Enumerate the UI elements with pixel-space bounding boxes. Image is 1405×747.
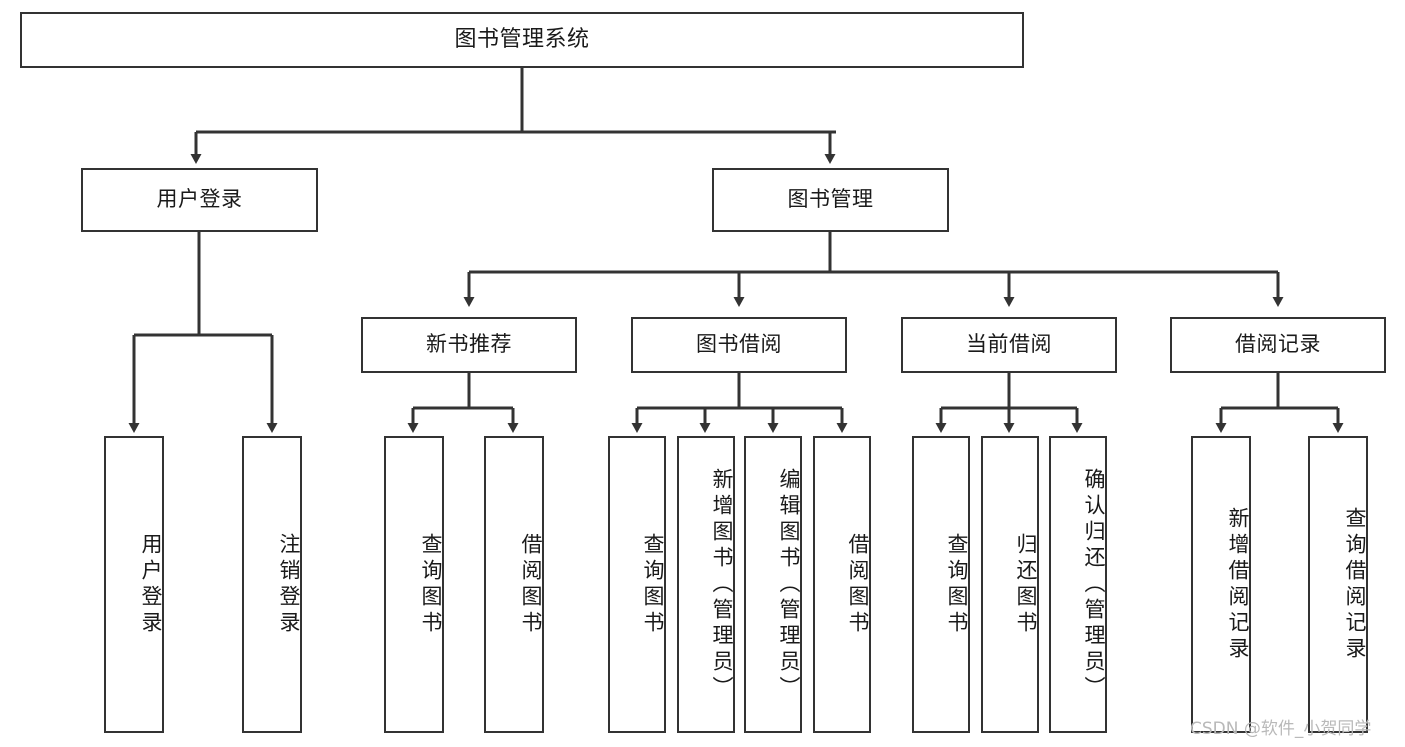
leaf-label: 查询图书	[419, 532, 443, 637]
leaf-query-book-1[interactable]: 查询图书	[384, 436, 444, 733]
leaf-label: 用户登录	[139, 532, 163, 637]
leaf-label: 编辑图书（管理员）	[777, 467, 801, 702]
leaf-label: 查询图书	[945, 532, 969, 637]
leaf-label: 借阅图书	[846, 532, 870, 637]
leaf-return-book[interactable]: 归还图书	[981, 436, 1039, 733]
leaf-borrow-book-1[interactable]: 借阅图书	[484, 436, 544, 733]
node-borrow-record[interactable]: 借阅记录	[1170, 317, 1386, 373]
leaf-label: 借阅图书	[519, 532, 543, 637]
leaf-label: 确认归还（管理员）	[1082, 467, 1106, 702]
leaf-query-book-2[interactable]: 查询图书	[608, 436, 666, 733]
leaf-add-record[interactable]: 新增借阅记录	[1191, 436, 1251, 733]
node-root[interactable]: 图书管理系统	[20, 12, 1024, 68]
leaf-confirm-return[interactable]: 确认归还（管理员）	[1049, 436, 1107, 733]
leaf-label: 归还图书	[1014, 532, 1038, 637]
leaf-label: 查询借阅记录	[1343, 506, 1367, 663]
leaf-query-record[interactable]: 查询借阅记录	[1308, 436, 1368, 733]
leaf-borrow-book-2[interactable]: 借阅图书	[813, 436, 871, 733]
leaf-query-book-3[interactable]: 查询图书	[912, 436, 970, 733]
node-book-borrow[interactable]: 图书借阅	[631, 317, 847, 373]
leaf-label: 新增借阅记录	[1226, 506, 1250, 663]
node-user-login[interactable]: 用户登录	[81, 168, 318, 232]
leaf-user-logout[interactable]: 注销登录	[242, 436, 302, 733]
leaf-label: 新增图书（管理员）	[710, 467, 734, 702]
leaf-add-book[interactable]: 新增图书（管理员）	[677, 436, 735, 733]
leaf-user-login[interactable]: 用户登录	[104, 436, 164, 733]
leaf-label: 注销登录	[277, 532, 301, 637]
csdn-watermark: CSDN @软件_小贺同学	[1190, 719, 1372, 739]
node-book-management[interactable]: 图书管理	[712, 168, 949, 232]
leaf-edit-book[interactable]: 编辑图书（管理员）	[744, 436, 802, 733]
leaf-label: 查询图书	[641, 532, 665, 637]
node-new-book-recommend[interactable]: 新书推荐	[361, 317, 577, 373]
node-current-borrow[interactable]: 当前借阅	[901, 317, 1117, 373]
